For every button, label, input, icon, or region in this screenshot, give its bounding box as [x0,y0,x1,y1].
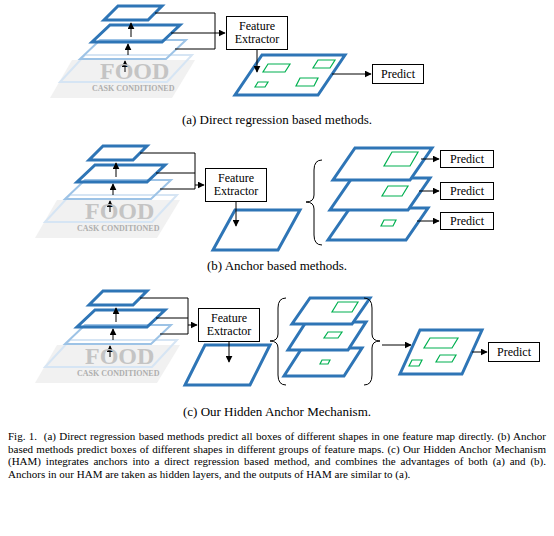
feature-map [185,345,270,385]
node-text: Predict [381,68,415,81]
image-text: CASK CONDITIONED [77,224,159,233]
box-shape [324,332,342,338]
feature-map [213,210,300,250]
predict-box: Predict [440,182,494,200]
box-shape [296,78,318,86]
feature-pyramid [50,6,195,98]
connector-arrow [472,352,487,353]
connector-line [140,298,188,334]
box-shape [409,360,422,366]
node-text: Feature Extractor [206,172,266,198]
brace [306,160,322,245]
box-shape [320,360,330,364]
extractor-box: Feature Extractor [226,16,288,50]
box-shape [255,82,268,87]
connector-arrow [419,191,439,192]
node-text: Predict [450,185,484,198]
feature-map [292,298,370,324]
box-shape [424,338,458,348]
brace [270,298,286,385]
subfigure-caption: (c) Our Hidden Anchor Mechanism. [0,404,554,420]
image-text: FOOD [85,198,154,225]
node-text: Feature Extractor [199,312,259,338]
feature-map [333,148,432,180]
feature-map [328,208,428,240]
extractor-box: Feature Extractor [198,308,260,342]
connector-line [155,13,215,49]
feature-map [330,178,430,210]
subfigure-caption: (a) Direct regression based methods. [0,112,554,128]
connector-arrow [257,50,258,72]
box-shape [263,64,290,72]
box-shape [313,60,335,68]
connector-line [156,173,195,174]
connector-arrow [215,33,225,34]
brace [364,298,380,385]
feature-pyramid [35,146,180,238]
connector-arrow [188,325,197,326]
connector-line [140,153,195,189]
feature-map [400,330,482,374]
feature-map [288,322,366,350]
box-shape [384,152,418,166]
connector-arrow [229,342,230,362]
node-text: Feature Extractor [227,20,287,46]
image-text: FOOD [100,58,169,85]
connector-arrow [236,202,237,226]
predict-box: Predict [440,150,494,168]
connector-arrow [382,345,411,346]
connector-arrow [332,74,371,75]
box-shape [382,186,408,196]
feature-map [284,348,362,376]
connector-line [171,33,215,34]
image-text: CASK CONDITIONED [77,369,159,378]
node-text: Predict [497,346,531,359]
subfigure-caption: (b) Anchor based methods. [0,258,554,274]
image-text: FOOD [85,343,154,370]
predict-box: Predict [372,64,424,84]
figure-caption: Fig. 1. (a) Direct regression based meth… [8,430,546,480]
node-text: Predict [450,153,484,166]
connector-arrow [417,221,439,222]
feature-pyramid [35,291,180,383]
box-shape [381,220,396,226]
connector-arrow [195,185,204,186]
image-text: CASK CONDITIONED [92,84,174,93]
node-text: Predict [450,215,484,228]
predict-box: Predict [488,342,540,362]
box-shape [332,302,358,312]
extractor-box: Feature Extractor [205,168,267,202]
connector-line [156,318,188,319]
box-shape [436,355,456,362]
predict-box: Predict [440,212,494,230]
feature-map [235,55,345,95]
connector-arrow [421,159,439,160]
